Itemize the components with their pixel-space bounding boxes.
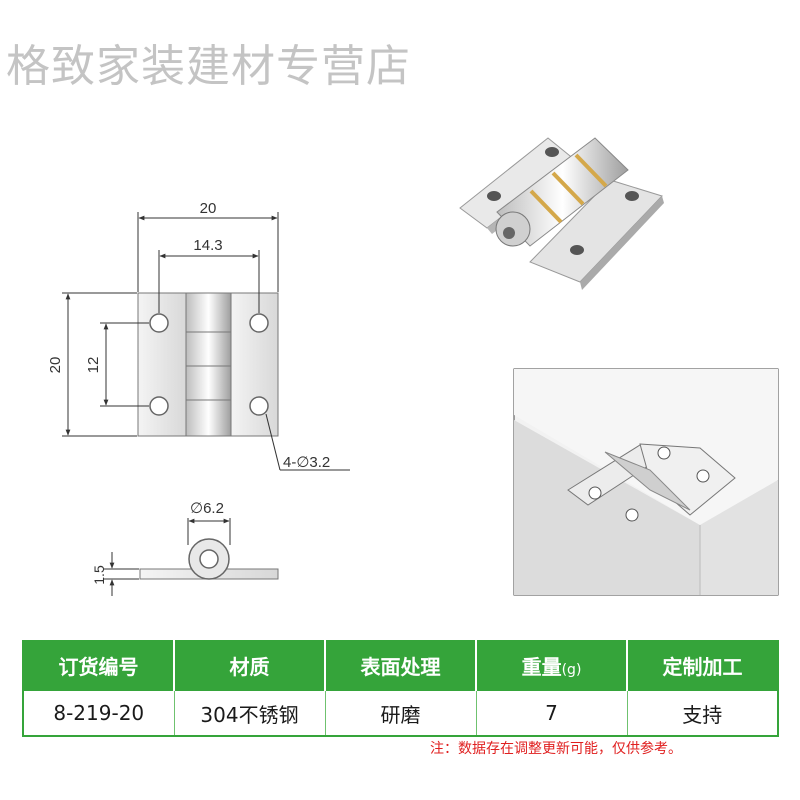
cell-customization: 支持 (627, 689, 778, 736)
hinge-side-view: ∅6.2 1.5 (91, 500, 279, 596)
table-row: 8-219-20 304不锈钢 研磨 7 支持 (23, 689, 778, 736)
spec-table: 订货编号 材质 表面处理 重量(g) 定制加工 8-219-20 304不锈钢 … (22, 640, 779, 737)
header-order-number: 订货编号 (23, 641, 175, 690)
dim-overall-width: 20 (200, 200, 217, 217)
header-weight-unit: (g) (561, 662, 582, 678)
dim-holes-label: 4-∅3.2 (283, 454, 330, 471)
store-watermark: 格致家装建材专营店 (6, 41, 411, 92)
dim-hole-pitch-y: 12 (85, 357, 102, 374)
disclaimer-note: 注：数据存在调整更新可能，仅供参考。 (430, 741, 682, 757)
cell-material: 304不锈钢 (174, 689, 326, 736)
header-material: 材质 (174, 641, 326, 690)
table-header-row: 订货编号 材质 表面处理 重量(g) 定制加工 (23, 641, 778, 690)
header-weight-label: 重量 (521, 655, 562, 679)
dim-hole-pitch-x: 14.3 (193, 237, 222, 254)
header-surface-finish: 表面处理 (325, 641, 477, 690)
dim-overall-height: 20 (47, 357, 64, 374)
header-weight: 重量(g) (476, 641, 628, 690)
hinge-product-image (459, 137, 664, 290)
hinge-front-view (137, 292, 279, 437)
cell-surface-finish: 研磨 (325, 689, 477, 736)
header-customization: 定制加工 (627, 641, 778, 690)
dim-knuckle-diameter: ∅6.2 (190, 500, 224, 517)
dim-plate-thickness: 1.5 (91, 565, 107, 585)
installation-scene-image (513, 368, 779, 596)
cell-weight: 7 (476, 689, 628, 736)
cell-order-number: 8-219-20 (23, 689, 175, 736)
